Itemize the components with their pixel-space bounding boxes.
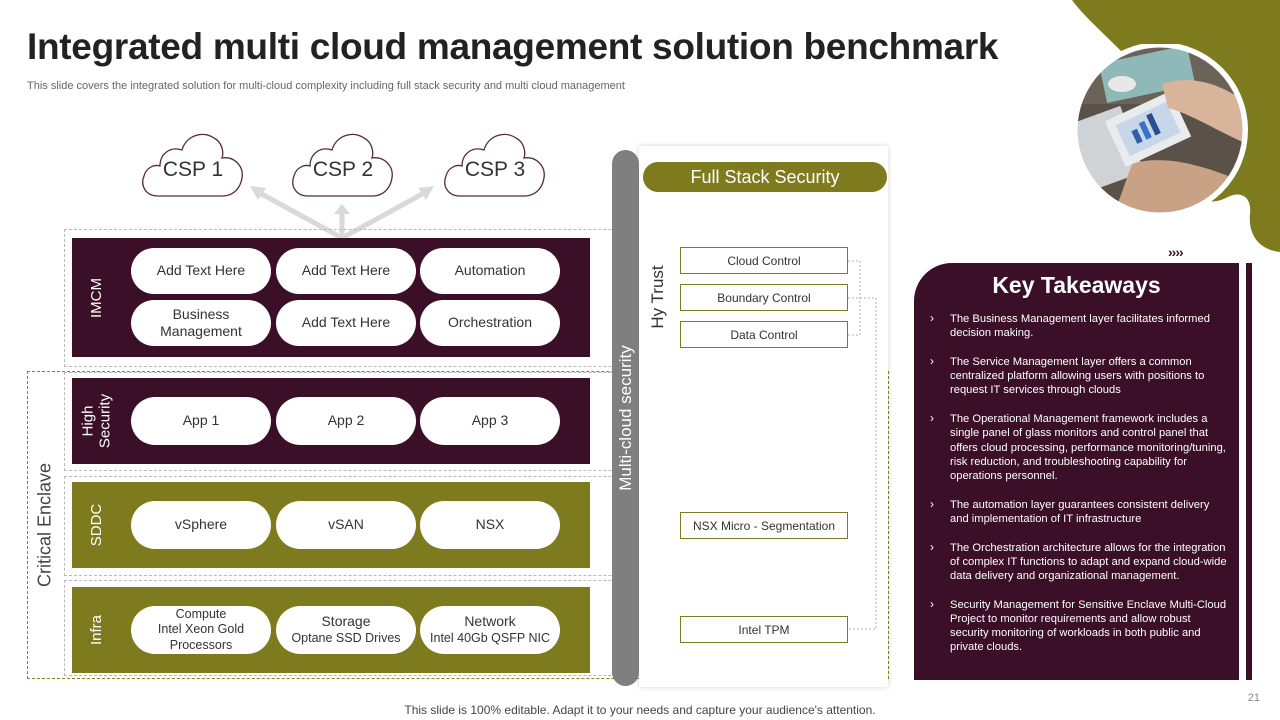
cloud-arrows bbox=[250, 186, 434, 240]
takeaway-item: The automation layer guarantees consiste… bbox=[930, 497, 1230, 526]
network-title: Network bbox=[464, 613, 516, 630]
compute-detail: Intel Xeon Gold Processors bbox=[157, 622, 245, 652]
key-takeaways-list: The Business Management layer facilitate… bbox=[930, 311, 1230, 669]
app-3: App 3 bbox=[420, 397, 560, 445]
slide-footer: This slide is 100% editable. Adapt it to… bbox=[404, 703, 876, 717]
intel-tpm-box: Intel TPM bbox=[680, 616, 848, 643]
imcm-item: Add Text Here bbox=[276, 300, 416, 346]
imcm-item: Add Text Here bbox=[131, 248, 271, 294]
key-takeaways-title: Key Takeaways bbox=[992, 272, 1161, 298]
slide-title: Integrated multi cloud management soluti… bbox=[27, 26, 999, 67]
full-stack-security-panel bbox=[639, 146, 888, 687]
vsphere-item: vSphere bbox=[131, 501, 271, 549]
network-item: Network Intel 40Gb QSFP NIC bbox=[420, 606, 560, 654]
vsan-item: vSAN bbox=[276, 501, 416, 549]
takeaways-accent-bar bbox=[1246, 263, 1252, 680]
cloud-label: CSP 1 bbox=[162, 158, 224, 181]
imcm-label: IMCM bbox=[87, 277, 105, 318]
data-control-box: Data Control bbox=[680, 321, 848, 348]
cloud-csp-3: CSP 3 bbox=[442, 128, 548, 200]
slide-subtitle: This slide covers the integrated solutio… bbox=[27, 80, 625, 92]
chevrons-icon: ›››› bbox=[1168, 244, 1184, 260]
storage-item: Storage Optane SSD Drives bbox=[276, 606, 416, 654]
compute-title: Compute bbox=[175, 606, 227, 621]
takeaway-item: Security Management for Sensitive Enclav… bbox=[930, 597, 1230, 655]
critical-enclave-label: Critical Enclave bbox=[34, 462, 55, 588]
imcm-item-orchestration: Orchestration bbox=[420, 300, 560, 346]
network-detail: Intel 40Gb QSFP NIC bbox=[430, 630, 550, 645]
cloud-control-box: Cloud Control bbox=[680, 247, 848, 274]
cloud-label: CSP 3 bbox=[464, 158, 526, 181]
sddc-label: SDDC bbox=[87, 503, 105, 547]
infra-label: Infra bbox=[87, 614, 105, 646]
app-1: App 1 bbox=[131, 397, 271, 445]
hytrust-label: Hy Trust bbox=[648, 265, 667, 329]
high-security-label: High Security bbox=[79, 393, 114, 449]
nsx-micro-segmentation-box: NSX Micro - Segmentation bbox=[680, 512, 848, 539]
decorative-olive-shape bbox=[1072, 0, 1280, 252]
control-connectors bbox=[848, 260, 877, 630]
critical-enclave-frame bbox=[27, 371, 889, 679]
nsx-item: NSX bbox=[420, 501, 560, 549]
compute-item: Compute Intel Xeon Gold Processors bbox=[131, 606, 271, 654]
page-number: 21 bbox=[1247, 692, 1260, 704]
imcm-item: Add Text Here bbox=[276, 248, 416, 294]
cloud-csp-2: CSP 2 bbox=[290, 128, 396, 200]
storage-detail: Optane SSD Drives bbox=[291, 630, 401, 645]
storage-title: Storage bbox=[321, 613, 371, 630]
takeaway-item: The Service Management layer offers a co… bbox=[930, 354, 1230, 398]
imcm-item-business-management: Business Management bbox=[131, 300, 271, 346]
app-2: App 2 bbox=[276, 397, 416, 445]
full-stack-security-title: Full Stack Security bbox=[643, 162, 887, 192]
takeaway-item: The Business Management layer facilitate… bbox=[930, 311, 1230, 340]
cloud-label: CSP 2 bbox=[312, 158, 374, 181]
multi-cloud-security-label: Multi-cloud security bbox=[616, 345, 635, 491]
boundary-control-box: Boundary Control bbox=[680, 284, 848, 311]
takeaway-item: The Operational Management framework inc… bbox=[930, 411, 1230, 483]
cloud-csp-1: CSP 1 bbox=[140, 128, 246, 200]
key-takeaways-panel: Key Takeaways The Business Management la… bbox=[914, 263, 1239, 680]
takeaway-item: The Orchestration architecture allows fo… bbox=[930, 540, 1230, 584]
multi-cloud-security-bar bbox=[612, 150, 639, 686]
photo-image bbox=[1072, 44, 1248, 218]
imcm-item-automation: Automation bbox=[420, 248, 560, 294]
